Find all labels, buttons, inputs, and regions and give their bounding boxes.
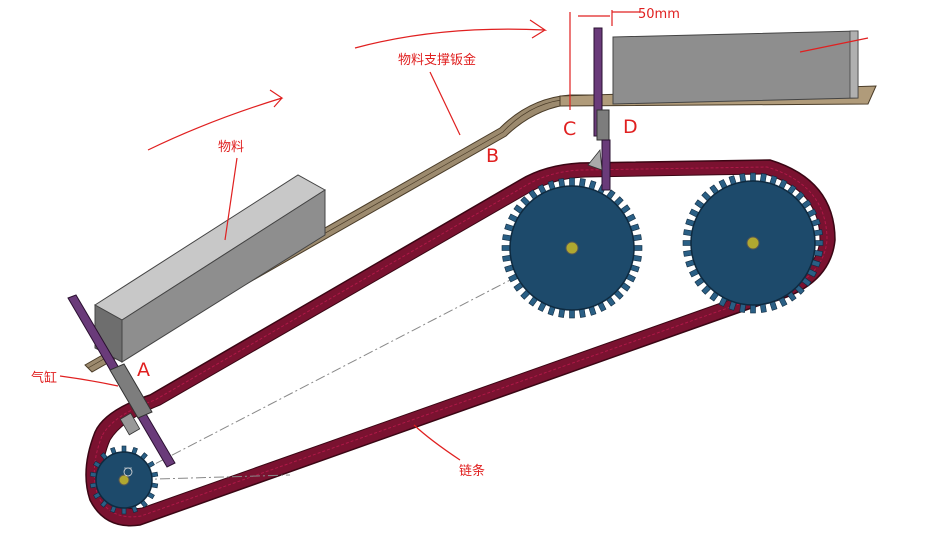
sprocket-large-left bbox=[501, 177, 643, 319]
box-icon bbox=[94, 174, 326, 363]
label-chain: 链条 bbox=[459, 463, 485, 479]
piston-icon bbox=[587, 27, 611, 191]
label-point-c: C bbox=[563, 118, 576, 140]
label-dimension: 50mm bbox=[638, 7, 680, 22]
sprocket-large-right bbox=[682, 172, 824, 314]
pointer-line bbox=[59, 375, 119, 387]
label-cylinder: 气缸 bbox=[31, 370, 57, 386]
label-point-d: D bbox=[623, 116, 638, 138]
pointer-line bbox=[413, 424, 461, 461]
label-point-a: A bbox=[137, 359, 150, 381]
annotations bbox=[59, 10, 869, 461]
sprocket-hub bbox=[118, 474, 130, 486]
dimension-line bbox=[569, 10, 640, 110]
sprocket-hub bbox=[565, 241, 579, 255]
pointer-line bbox=[799, 37, 869, 53]
sprocket-small bbox=[89, 445, 159, 515]
labels: A B C D 物料 物料支撑钣金 气缸 链条 50mm bbox=[31, 7, 680, 479]
arrow-hand-drawn bbox=[147, 89, 284, 151]
sprocket-hub bbox=[746, 236, 760, 250]
arrow-hand-drawn bbox=[354, 19, 548, 49]
chain-link-line bbox=[93, 166, 828, 518]
piston-icon bbox=[67, 294, 176, 468]
label-support-plate: 物料支撑钣金 bbox=[398, 52, 476, 68]
label-point-b: B bbox=[486, 145, 499, 167]
label-material: 物料 bbox=[218, 140, 244, 155]
box-icon bbox=[612, 30, 859, 105]
pointer-line bbox=[429, 71, 461, 136]
pointer-line bbox=[224, 157, 238, 241]
